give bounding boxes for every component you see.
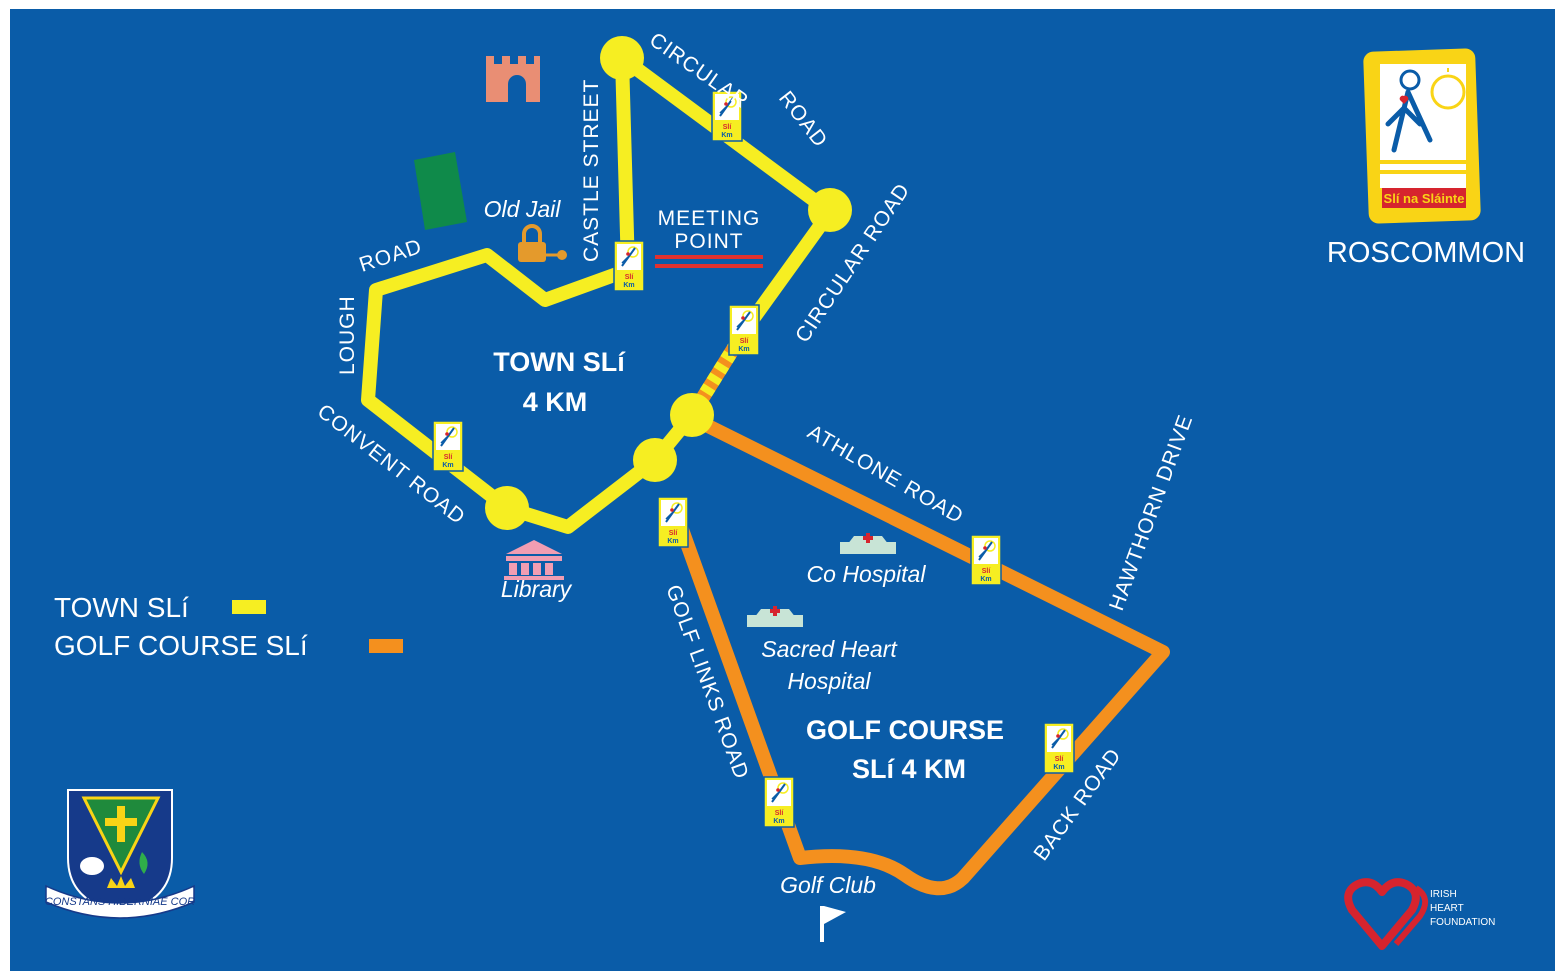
walking-man-sun-icon [1380,68,1473,174]
svg-text:Slí: Slí [669,530,679,537]
hospital-icon [840,533,896,554]
logo-text: Slí na Sláinte [1384,191,1465,206]
junction-dot [485,486,529,530]
legend-label-golf: GOLF COURSE SLí [54,630,308,661]
legend-swatch-golf [369,639,403,653]
heart-icon [1344,878,1420,950]
ihf-text-3: FOUNDATION [1430,917,1495,928]
county-crest: CONSTANS HIBERNIAE COR [45,789,195,919]
place-label-sacred-heart: Sacred Heart [761,636,898,662]
svg-text:Km: Km [773,818,784,825]
svg-text:Slí: Slí [1055,756,1065,763]
place-label-co-hospital: Co Hospital [807,561,927,587]
street-label-castle-street: CASTLE STREET [580,79,603,262]
svg-text:Km: Km [980,576,991,583]
svg-text:Slí: Slí [775,810,785,817]
svg-text:Km: Km [442,462,453,469]
svg-text:Km: Km [721,132,732,139]
junction-dot [670,393,714,437]
junction-dot [633,438,677,482]
castle-icon [486,56,540,102]
junction-dot [600,36,644,80]
place-label-old-jail: Old Jail [484,196,562,222]
crest-motto: CONSTANS HIBERNIAE COR [45,896,195,908]
legend-label-town: TOWN SLí [54,592,189,623]
town-route-distance: 4 KM [523,387,588,417]
golf-route-distance: SLí 4 KM [852,754,966,784]
svg-text:Km: Km [667,538,678,545]
svg-text:Km: Km [738,346,749,353]
svg-text:Slí: Slí [982,568,992,575]
town-route[interactable] [361,51,837,534]
ihf-text-1: IRISH [1430,889,1457,900]
meeting-point-label: MEETING [658,207,761,230]
golf-route-name: GOLF COURSE [806,715,1004,745]
place-label-golf-club: Golf Club [780,872,876,898]
library-icon [504,540,564,580]
svg-text:Slí: Slí [625,274,635,281]
svg-text:Km: Km [1053,764,1064,771]
svg-text:Slí: Slí [740,338,750,345]
place-label-library: Library [501,576,573,602]
svg-text:Slí: Slí [723,124,733,131]
legend: TOWN SLí GOLF COURSE SLí [54,592,403,661]
place-label-sacred-heart-2: Hospital [787,668,871,694]
irish-heart-foundation-logo: IRISH HEART FOUNDATION [1344,878,1495,950]
hospital-icon [747,606,803,627]
junction-dot [808,188,852,232]
meeting-point-marker [655,255,763,268]
golf-course-route[interactable] [668,411,1170,896]
ihf-text-2: HEART [1430,903,1464,914]
town-name: ROSCOMMON [1327,237,1525,269]
street-label-lough: LOUGH [336,295,359,375]
meeting-point-label-2: POINT [674,230,743,253]
sli-na-slainte-logo: Slí na Sláinte [1363,48,1481,224]
svg-text:Slí: Slí [444,454,454,461]
legend-swatch-town [232,600,266,614]
padlock-icon [518,224,567,262]
svg-text:Km: Km [623,282,634,289]
golf-flag-icon [820,906,846,942]
town-route-name: TOWN SLí [493,347,626,377]
cross-icon [105,806,137,842]
park-area [414,152,467,230]
